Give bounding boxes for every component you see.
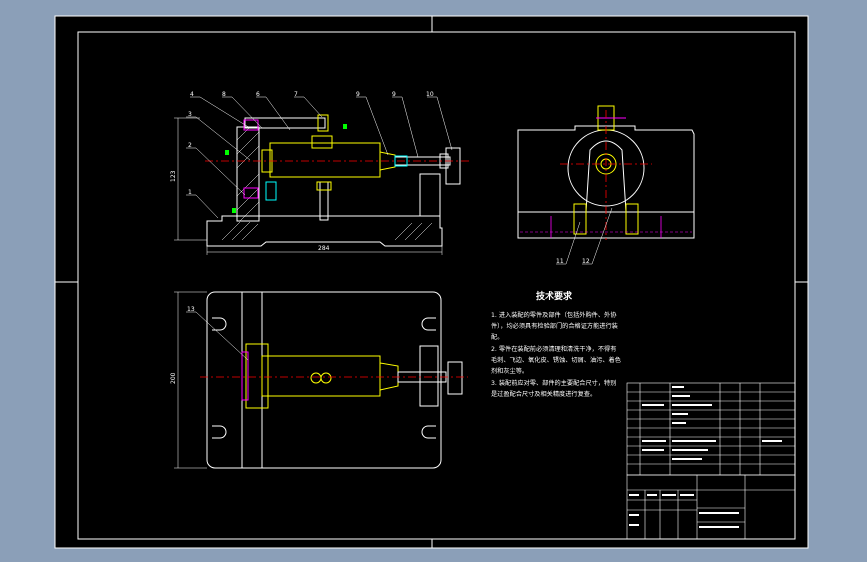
top-base-plate: [206, 291, 442, 469]
balloon-label: 3: [188, 111, 192, 118]
top-leader: [186, 311, 249, 361]
balloon-label: 11: [556, 258, 564, 265]
balloon-label: 8: [222, 91, 226, 98]
front-base-hatch: [221, 221, 433, 241]
dimension-text: 123: [170, 170, 177, 182]
top-port: [320, 372, 332, 384]
front-guide-pin: [265, 181, 277, 201]
front-clamp-plate: [244, 117, 326, 129]
requirement-line: 剂和灰尘等。: [491, 367, 528, 375]
side-leaders: [556, 207, 613, 265]
balloon-label: 7: [294, 91, 298, 98]
top-cylinder-neck: [379, 362, 399, 391]
dimension-text: 284: [318, 245, 330, 252]
side-bolt-left: [573, 203, 587, 235]
balloon-label: 9: [392, 91, 396, 98]
front-dimensions: [174, 117, 443, 255]
requirement-line: 毛刺、飞边、氧化皮、锈蚀、切屑、油污、着色: [491, 356, 621, 364]
front-rod-seal: [394, 155, 408, 167]
balloon-label: 2: [188, 142, 192, 149]
front-cylinder-neck: [379, 151, 396, 171]
top-flange: [245, 343, 269, 409]
side-support-arm: [585, 140, 627, 213]
title-block: [626, 474, 796, 540]
sheet-border-inner: [77, 31, 796, 540]
balloon-label: 4: [190, 91, 194, 98]
front-flange-top: [243, 119, 259, 131]
front-balloons: 4 8 6 7 9 9 10 3 2 1: [188, 91, 434, 196]
top-flange-mark: [241, 351, 249, 401]
front-cylinder-port: [311, 135, 333, 149]
side-view: 11 12: [517, 105, 695, 265]
requirement-line: 3. 装配前应对零、部件的主要配合尺寸，特别: [491, 379, 616, 387]
requirement-line: 1. 进入装配的零件及部件（包括外购件、外协: [491, 311, 617, 319]
top-right-support: [419, 345, 439, 407]
balloon-label: 9: [356, 91, 360, 98]
front-leaders: [186, 96, 453, 219]
requirement-line: 件），均必须具有检验部门的合格证方能进行装: [491, 322, 618, 330]
front-green-mark: [232, 208, 236, 213]
requirement-line: 是过盈配合尺寸及相关精度进行复查。: [491, 390, 596, 398]
front-handle: [445, 147, 461, 185]
front-green-mark: [225, 150, 229, 155]
parts-list-text-marks: [642, 386, 782, 460]
requirements-title: 技术要求: [536, 290, 573, 302]
centering-marks: [55, 16, 808, 548]
front-view: 4 8 6 7 9 9 10 3 2 1 284 123: [170, 91, 470, 255]
front-bolt-head: [316, 181, 332, 191]
top-handle: [447, 361, 463, 395]
balloon-label: 10: [426, 91, 434, 98]
front-right-support: [419, 173, 441, 217]
front-flange-bottom: [243, 187, 259, 199]
title-block-marks: [629, 494, 739, 528]
top-dimensions: [174, 291, 207, 469]
front-green-mark: [343, 124, 347, 129]
technical-requirements: 技术要求 1. 进入装配的零件及部件（包括外购件、外协 件），均必须具有检验部门…: [491, 290, 621, 398]
front-clamp-screw: [317, 114, 329, 132]
side-bolt-right: [625, 203, 639, 235]
parts-list: [626, 382, 796, 476]
requirement-line: 配。: [491, 334, 503, 341]
balloon-label: 12: [582, 258, 590, 265]
balloon-label: 6: [256, 91, 260, 98]
top-view: 13 200: [170, 291, 468, 469]
front-upright-hatch: [236, 126, 260, 222]
balloon-label: 13: [187, 306, 195, 313]
dimension-text: 200: [170, 372, 177, 384]
requirement-line: 2. 零件在装配前必须清理和清洗干净，不得有: [491, 345, 616, 353]
top-slots: [212, 317, 436, 439]
balloon-label: 1: [188, 189, 192, 196]
